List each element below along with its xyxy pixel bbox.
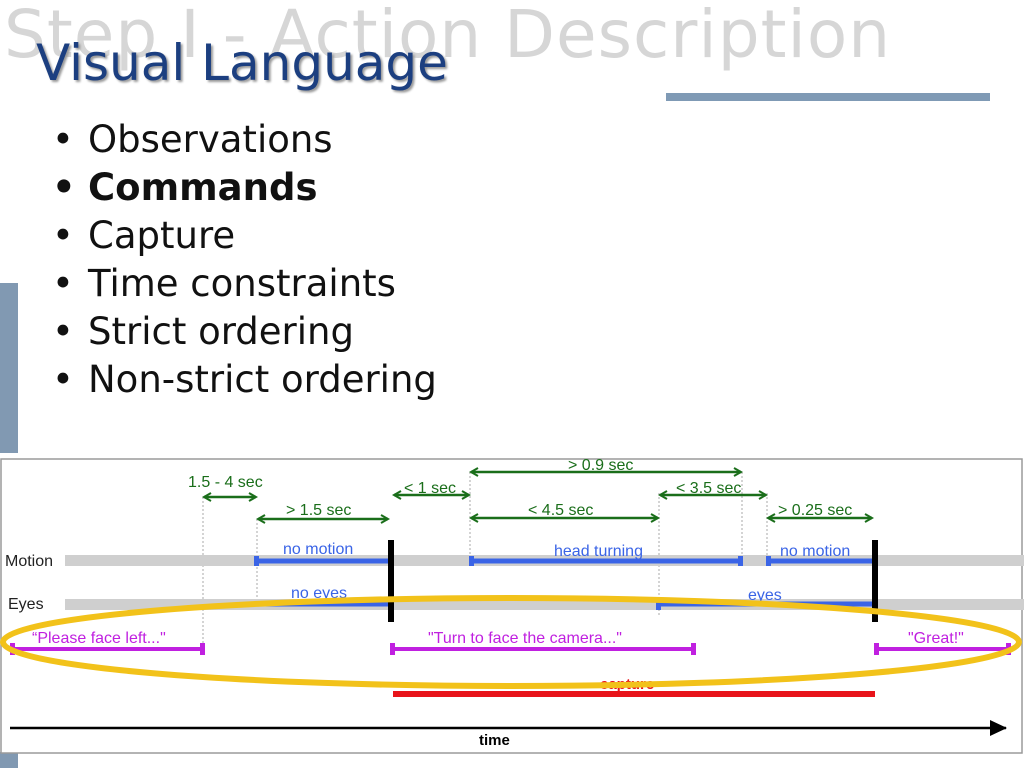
obs-motion-3: no motion	[780, 543, 850, 560]
constraint-label-7: > 0.25 sec	[778, 502, 852, 519]
bullet-text: Observations	[88, 118, 333, 161]
constraint-label-3: < 1 sec	[404, 480, 456, 497]
bullet-dot: •	[52, 262, 74, 305]
observation-bars	[254, 556, 873, 610]
constraint-label-2: > 1.5 sec	[286, 502, 351, 519]
command-label-3: "Great!"	[908, 630, 964, 647]
bullet-text: Commands	[88, 166, 318, 209]
constraint-label-5: < 4.5 sec	[528, 502, 593, 519]
obs-motion-2: head turning	[554, 543, 643, 560]
bullet-dot: •	[52, 358, 74, 401]
timeline-diagram: Motion Eyes no motion head turning no mo…	[0, 457, 1024, 754]
bullet-item: • Observations	[52, 116, 437, 164]
bullet-dot: •	[52, 166, 76, 209]
constraint-arrows	[204, 472, 872, 519]
row-label-motion: Motion	[5, 553, 53, 570]
obs-eyes-2: eyes	[748, 587, 782, 604]
bullet-dot: •	[52, 310, 74, 353]
command-bars	[10, 643, 1011, 655]
ghost-title: Step I - Action Description	[4, 0, 892, 73]
commands-highlight-ellipse	[0, 595, 1022, 689]
obs-motion-1: no motion	[283, 541, 353, 558]
eyes-track	[65, 599, 1024, 610]
command-label-1: “Please face left..."	[32, 630, 166, 647]
strict-order-bar-2	[872, 540, 878, 622]
bullet-item: • Time constraints	[52, 260, 437, 308]
bullet-item: • Strict ordering	[52, 308, 437, 356]
bullet-item: • Capture	[52, 212, 437, 260]
constraint-label-4: > 0.9 sec	[568, 457, 633, 474]
bullet-dot: •	[52, 214, 74, 257]
title-underline	[666, 93, 990, 101]
bullet-item: • Non-strict ordering	[52, 356, 437, 404]
constraint-label-6: < 3.5 sec	[676, 480, 741, 497]
bullet-text: Time constraints	[88, 262, 396, 305]
time-axis-label: time	[479, 732, 510, 749]
bullet-item: • Commands	[52, 164, 437, 212]
constraint-label-1: 1.5 - 4 sec	[188, 474, 263, 491]
bullet-list: • Observations • Commands • Capture • Time c…	[52, 116, 437, 404]
left-accent-bar	[0, 283, 18, 453]
slide-title: Visual Language	[36, 34, 448, 92]
row-label-eyes: Eyes	[8, 596, 44, 613]
bullet-text: Non-strict ordering	[88, 358, 437, 401]
capture-bar	[393, 691, 875, 697]
left-accent-bar-bottom	[0, 752, 18, 768]
strict-order-bar-1	[388, 540, 394, 622]
command-label-2: "Turn to face the camera..."	[428, 630, 622, 647]
bullet-text: Strict ordering	[88, 310, 354, 353]
bullet-text: Capture	[88, 214, 236, 257]
bullet-dot: •	[52, 118, 74, 161]
